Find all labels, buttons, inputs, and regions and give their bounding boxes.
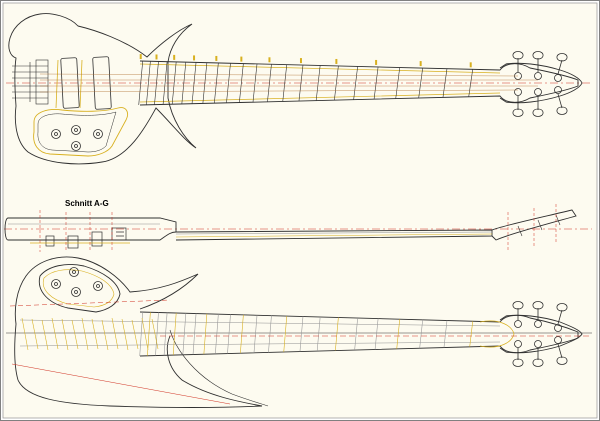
bottom-fret-line (163, 312, 168, 356)
bottom-hatch-line (91, 318, 99, 350)
top-tuners (512, 51, 568, 117)
bottom-view-bass (6, 256, 592, 408)
bottom-hatch-line (61, 318, 69, 351)
top-pickups (55, 56, 112, 110)
bottom-fret-line (215, 314, 219, 354)
bottom-fret-line (354, 318, 358, 350)
top-fret-line (239, 63, 244, 103)
top-fret-line (442, 68, 448, 98)
bottom-fret-line (419, 319, 423, 349)
top-fret-line (395, 67, 401, 99)
top-fret-line (226, 63, 231, 103)
bottom-hatch-line (31, 318, 39, 350)
bottom-knobs (51, 267, 103, 297)
top-knobs (51, 125, 103, 151)
side-body (4, 217, 177, 241)
top-fret-line (202, 62, 208, 104)
side-cut-lines (39, 204, 557, 252)
bottom-fret-line (443, 320, 448, 348)
top-fret-line (334, 65, 339, 101)
bottom-fret-line (283, 316, 288, 352)
top-fret-line (146, 61, 151, 105)
bottom-fret-line (268, 315, 272, 353)
bottom-fret-line (396, 319, 401, 349)
bottom-fret-line (335, 317, 339, 351)
top-fret-line (162, 61, 168, 105)
bottom-hatch-line (41, 319, 49, 351)
bottom-fret-line (155, 312, 159, 356)
top-fret-line (468, 69, 474, 97)
top-fret-line (154, 61, 159, 105)
bottom-fret-line (182, 313, 187, 355)
top-strings (39, 73, 538, 93)
top-neck-outline (139, 60, 579, 106)
top-fret-line (282, 64, 288, 102)
bottom-fret-line (469, 321, 474, 347)
bottom-fret-line (299, 316, 304, 352)
bottom-fret-line (227, 314, 231, 354)
bottom-hatch-line (111, 317, 119, 350)
bottom-hatch-line (131, 319, 139, 350)
section-label: Schnitt A-G (65, 199, 109, 208)
bottom-tuners (512, 301, 568, 367)
bottom-neck-heel (479, 320, 515, 348)
top-fret-line (214, 62, 219, 104)
top-fret-line (181, 62, 187, 104)
bottom-construction-lines (9, 299, 590, 405)
bottom-control-plate (38, 264, 121, 313)
top-fret-line (353, 66, 358, 100)
bottom-fret-line (172, 312, 177, 356)
bottom-fret-line (316, 316, 321, 352)
top-body-outline (8, 13, 197, 165)
bottom-hatch-line (151, 318, 159, 350)
top-fret-line (171, 61, 177, 105)
top-fret-line (298, 65, 304, 101)
bottom-hatch-line (121, 318, 129, 351)
top-fret-line (373, 66, 379, 100)
side-view-section: Schnitt A-G (4, 199, 592, 252)
top-frets (138, 61, 474, 105)
top-fret-line (191, 62, 197, 104)
bottom-hatch-line (21, 317, 29, 351)
side-headstock (491, 209, 577, 241)
top-bridge (12, 59, 49, 105)
bottom-fret-line (240, 314, 244, 354)
bottom-frets (21, 312, 474, 356)
bottom-hatch-line (101, 319, 109, 351)
top-view-bass (6, 13, 592, 165)
side-neck (175, 229, 493, 241)
top-fret-line (267, 64, 272, 102)
bottom-fret-line (192, 313, 197, 355)
top-fret-marks (139, 54, 472, 68)
top-fret-line (252, 63, 258, 103)
top-fret-line (315, 65, 321, 101)
bottom-hatch-line (141, 317, 149, 351)
bottom-hatch-line (51, 317, 59, 350)
top-control-plate (33, 107, 129, 157)
bottom-hatch-line (81, 317, 89, 351)
top-fret-line (138, 61, 144, 105)
bottom-fret-line (253, 315, 258, 353)
bottom-fret-line (374, 318, 379, 350)
bottom-fret-line (203, 313, 208, 355)
top-fret-line (418, 68, 423, 98)
bottom-hatch-line (71, 319, 79, 350)
bottom-body-outline (14, 256, 263, 408)
